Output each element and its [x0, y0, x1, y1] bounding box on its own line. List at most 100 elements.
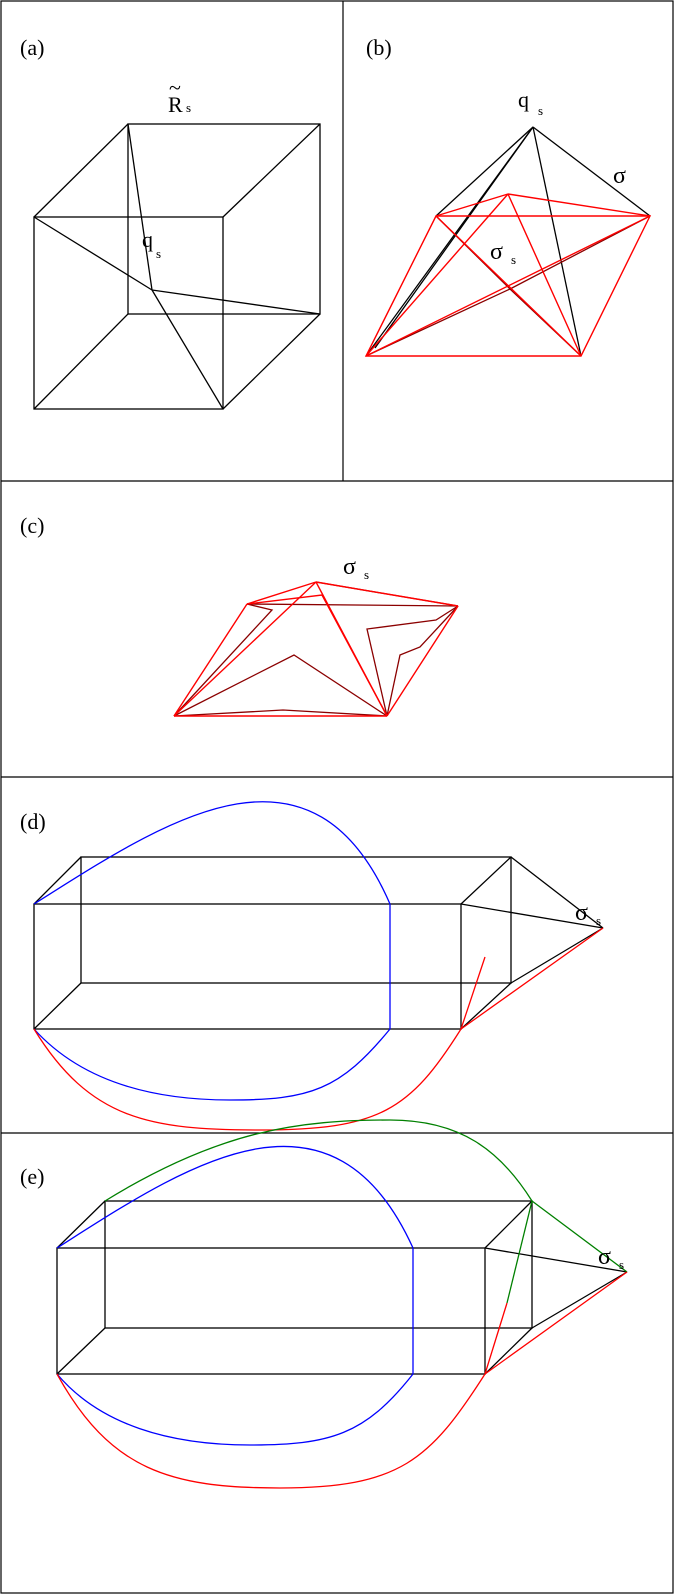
b-red-3	[365, 193, 509, 357]
d-sigma-s-label: σ	[575, 900, 588, 926]
cube-a	[33, 123, 321, 410]
c-darkred-5	[386, 605, 459, 717]
c-darkred-2	[173, 654, 388, 717]
cube-a-ray-3	[151, 289, 321, 315]
cube-a-edge-1	[33, 123, 129, 218]
b-black-1	[435, 126, 534, 217]
c-red-5	[315, 581, 459, 607]
d-sigma-s-subscript: s	[596, 913, 601, 928]
cube-a-ray-1	[127, 123, 153, 291]
d-edge-1	[33, 856, 82, 905]
e-green-2	[506, 1200, 533, 1304]
r-s-subscript: s	[186, 100, 191, 115]
d-edge-2	[33, 982, 82, 1030]
d-red-2	[460, 956, 486, 1030]
e-sigma-s-label: σ	[598, 1244, 611, 1270]
e-front-box	[56, 1247, 486, 1375]
pyramid-b-red	[364, 193, 652, 357]
d-black	[33, 856, 604, 1030]
d-cone-1	[510, 856, 604, 929]
e-sigma-s-subscript: s	[619, 1257, 624, 1272]
e-blue-lower	[56, 1373, 414, 1446]
b-red-1	[435, 193, 509, 217]
c-darkred	[173, 581, 459, 717]
r-tilde: ~	[169, 75, 181, 100]
e-red	[56, 1271, 628, 1489]
e-green-1	[531, 1200, 628, 1273]
e-red-lower	[56, 1373, 486, 1489]
e-green-upper	[104, 1119, 533, 1202]
c-darkred-6	[246, 603, 459, 607]
q-s-subscript: s	[156, 246, 161, 261]
e-edge-4	[484, 1327, 533, 1375]
cube-a-edge-3	[33, 313, 129, 410]
c-red-4	[246, 581, 317, 605]
panel-a: (a) R ~ s q s	[20, 35, 321, 410]
b-black-2	[532, 126, 651, 217]
cube-a-edge-4	[222, 313, 321, 410]
d-front-box	[33, 903, 462, 1030]
e-red-1	[484, 1271, 628, 1375]
d-cone-2	[510, 927, 604, 984]
e-edge-2	[56, 1327, 106, 1375]
panel-c: (c) σ s	[20, 513, 459, 717]
panel-a-tag: (a)	[20, 35, 44, 60]
e-red-2	[484, 1302, 508, 1375]
panel-d: (d) σ s	[20, 801, 604, 1131]
b-red-4	[507, 193, 582, 357]
e-cone-2	[484, 1247, 628, 1273]
c-darkred-4	[366, 605, 459, 717]
cube-a-back-face	[127, 123, 321, 315]
cube-a-ray-2	[33, 216, 153, 291]
r-s-label: R	[168, 92, 183, 117]
d-red-lower	[33, 1028, 462, 1131]
d-cone-3	[460, 903, 604, 929]
c-darkred-3	[173, 709, 388, 717]
d-blue	[33, 801, 391, 1101]
c-red-8	[246, 594, 388, 717]
c-sigma-s-subscript: s	[364, 567, 369, 582]
e-black	[56, 1200, 628, 1375]
b-q-label: q	[518, 87, 529, 112]
d-edge-4	[460, 982, 512, 1030]
c-red-3	[386, 605, 459, 717]
b-sigma-s-label: σ	[490, 239, 503, 265]
b-black-5	[374, 126, 534, 349]
c-red	[173, 581, 459, 717]
e-blue-upper	[56, 1145, 414, 1249]
e-blue	[56, 1145, 414, 1446]
c-darkred-1	[173, 603, 274, 717]
b-red-2	[507, 193, 651, 217]
b-sigma-label: σ	[613, 163, 626, 189]
q-s-label: q	[142, 227, 153, 252]
e-edge-3	[484, 1200, 533, 1249]
d-blue-upper	[33, 801, 391, 905]
e-back-box	[104, 1200, 533, 1329]
cube-a-edge-2	[222, 123, 321, 218]
panel-b: (b) q s σ σ s	[364, 35, 652, 357]
d-blue-lower	[33, 1028, 391, 1101]
panel-e: (e) σ s	[20, 1119, 628, 1489]
panel-e-tag: (e)	[20, 1164, 44, 1189]
cube-a-ray-4	[151, 289, 224, 410]
panel-c-tag: (c)	[20, 513, 44, 538]
e-cone-1	[531, 1271, 628, 1329]
c-red-2	[173, 603, 248, 717]
b-red-6	[365, 215, 651, 357]
b-q-subscript: s	[538, 103, 543, 118]
panel-d-tag: (d)	[20, 809, 46, 834]
b-sigma-s-subscript: s	[511, 252, 516, 267]
d-red	[33, 927, 604, 1131]
d-back-box	[80, 856, 512, 984]
d-edge-3	[460, 856, 512, 905]
pyramid-b-black	[365, 126, 651, 357]
e-green	[104, 1119, 628, 1304]
c-sigma-s-label: σ	[343, 554, 356, 580]
d-red-1	[460, 927, 604, 1030]
b-black-3	[532, 126, 582, 357]
panel-b-tag: (b)	[366, 35, 392, 60]
e-edge-1	[56, 1200, 106, 1249]
